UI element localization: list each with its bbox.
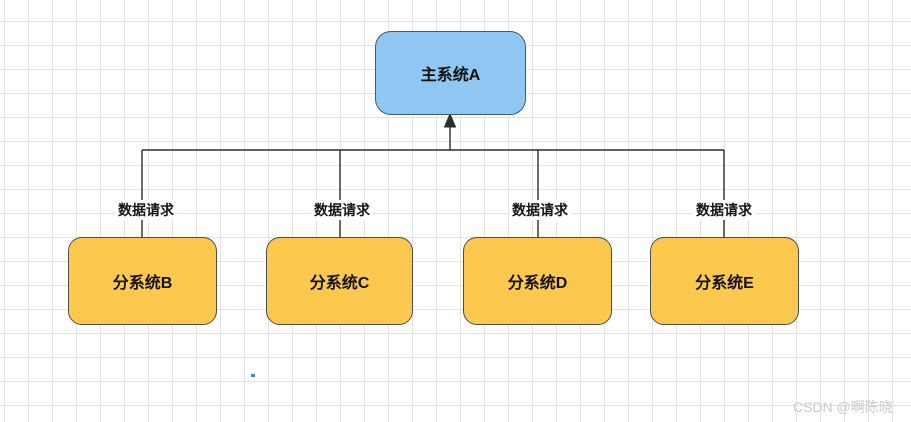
sub-system-node-b: 分系统B xyxy=(68,237,217,325)
edge-label-b: 数据请求 xyxy=(115,200,177,220)
arrow-head-icon xyxy=(443,112,457,128)
main-system-node: 主系统A xyxy=(375,31,526,115)
sub-system-node-e: 分系统E xyxy=(650,237,799,325)
sub-system-label-e: 分系统E xyxy=(695,275,754,292)
sub-system-label-d: 分系统D xyxy=(507,275,568,292)
sub-system-label-c: 分系统C xyxy=(309,275,370,292)
edge-label-d: 数据请求 xyxy=(509,200,571,220)
sub-system-node-d: 分系统D xyxy=(463,237,612,325)
edge-label-c: 数据请求 xyxy=(311,200,373,220)
sub-system-node-c: 分系统C xyxy=(266,237,413,325)
watermark: CSDN @啊陈晓 xyxy=(793,399,893,415)
stray-mark xyxy=(251,374,255,377)
edge-label-e: 数据请求 xyxy=(693,200,755,220)
sub-system-label-b: 分系统B xyxy=(112,275,173,292)
main-system-label: 主系统A xyxy=(420,67,481,84)
